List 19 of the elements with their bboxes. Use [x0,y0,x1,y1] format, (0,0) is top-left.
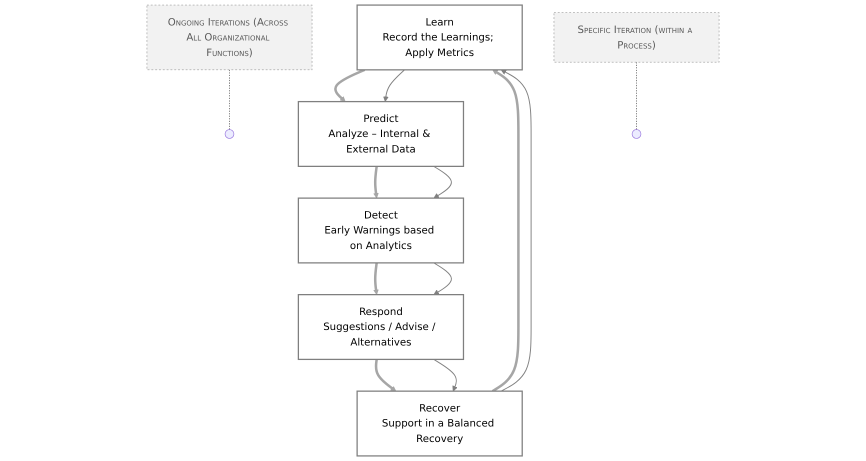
node-box: Learn Record the Learnings; Apply Metrics [356,4,523,70]
node-box: Detect Early Warnings based on Analytics [298,197,464,264]
arrow [374,359,396,392]
arrow [373,166,379,198]
node-box: Predict Analyze – Internal & External Data [298,100,464,167]
arrow [373,262,379,295]
node-box: Ongoing Iterations (Across All Organizational Functions) [146,4,312,70]
connector [229,69,230,130]
node-box: Specific Iteration (within a Process) [554,12,720,63]
arrow [433,166,452,198]
arrow [433,358,458,392]
node-box: Recover Support in a Balanced Recovery [356,390,523,457]
node-box: Respond Suggestions / Advise / Alternatives [298,294,464,360]
arrow [492,70,520,392]
arrow [334,68,366,102]
arrow [433,262,452,295]
connector [636,62,637,130]
arrow [500,70,532,392]
arrow [383,69,405,102]
